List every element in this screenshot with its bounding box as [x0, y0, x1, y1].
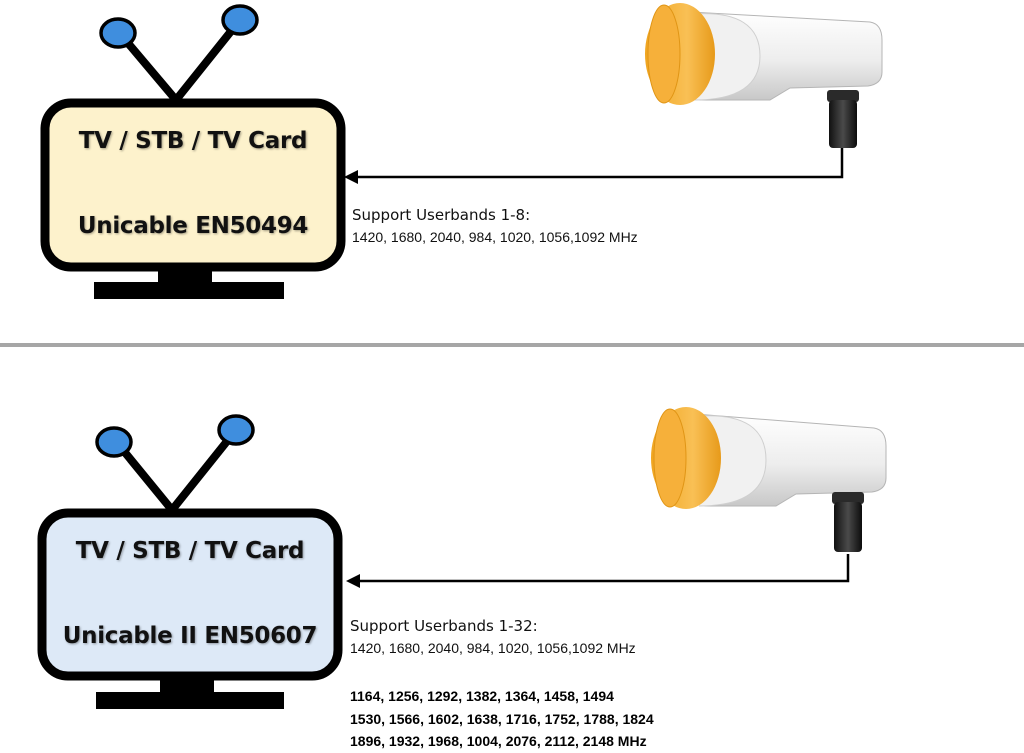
tv-neck	[158, 267, 212, 284]
tv-neck	[160, 676, 214, 694]
unicable-2-panel: TV / STB / TV Card Unicable II EN50607 S…	[0, 352, 1024, 751]
tv-standard: Unicable II EN50607	[62, 623, 318, 649]
antenna-tip	[221, 4, 259, 36]
support-heading: Support Userbands 1-8:	[352, 206, 531, 224]
lnb-icon	[645, 3, 883, 148]
frequency-list: 1420, 1680, 2040, 984, 1020, 1056,1092 M…	[350, 640, 636, 656]
frequency-list: 1420, 1680, 2040, 984, 1020, 1056,1092 M…	[352, 229, 638, 245]
tv-title: TV / STB / TV Card	[75, 538, 305, 564]
antenna-tip	[95, 426, 133, 458]
frequency-row: 1896, 1932, 1968, 1004, 2076, 2112, 2148…	[350, 733, 647, 749]
frequency-row: 1164, 1256, 1292, 1382, 1364, 1458, 1494	[350, 688, 614, 704]
unicable-1-diagram	[40, 3, 883, 299]
tv-stand	[94, 282, 284, 299]
section-divider	[0, 343, 1024, 347]
frequency-row: 1530, 1566, 1602, 1638, 1716, 1752, 1788…	[350, 710, 654, 727]
arrow-icon	[346, 554, 850, 588]
unicable-1-panel: TV / STB / TV Card Unicable EN50494 Supp…	[0, 0, 1024, 340]
tv-title: TV / STB / TV Card	[78, 128, 308, 154]
extra-frequency-list: 1164, 1256, 1292, 1382, 1364, 1458, 1494…	[350, 685, 654, 753]
support-heading: Support Userbands 1-32:	[350, 617, 538, 635]
tv-icon	[37, 414, 343, 709]
tv-standard: Unicable EN50494	[77, 213, 309, 239]
unicable-2-diagram	[37, 407, 887, 709]
userband-spec: Support Userbands 1-32: 1420, 1680, 2040…	[350, 617, 636, 656]
arrow-icon	[344, 148, 844, 184]
userband-spec: Support Userbands 1-8: 1420, 1680, 2040,…	[352, 206, 638, 245]
antenna-tip	[99, 17, 137, 49]
tv-icon	[40, 4, 346, 299]
antenna-tip	[217, 414, 255, 446]
tv-stand	[96, 692, 284, 709]
lnb-icon	[651, 407, 887, 552]
